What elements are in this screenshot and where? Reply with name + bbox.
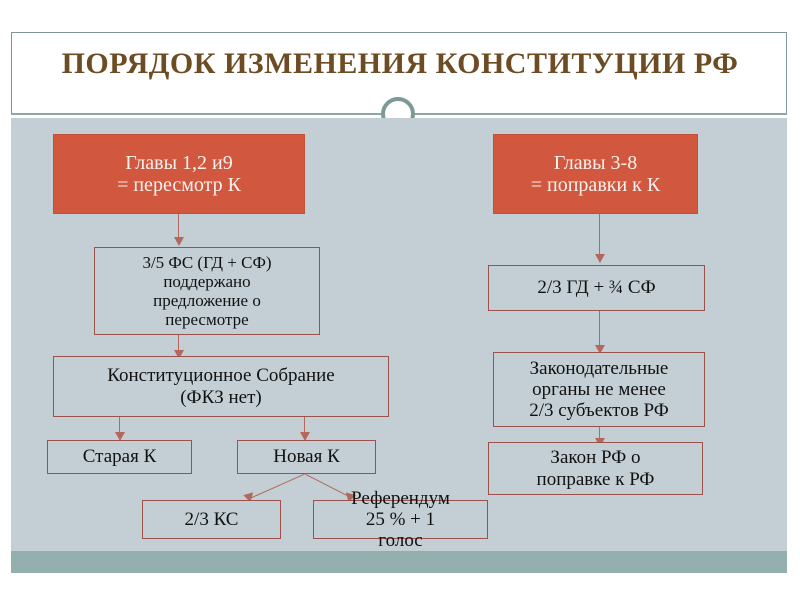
node-left-old-k: Старая К: [47, 440, 192, 474]
arrowhead-left-1: [174, 237, 184, 246]
connector-left-2: [178, 335, 179, 357]
arrowhead-left-2: [174, 350, 184, 359]
connector-right-2: [599, 311, 600, 353]
connector-right-3: [599, 427, 600, 445]
node-left-step2: Конституционное Собрание (ФКЗ нет): [53, 356, 389, 417]
connector-left-3a: [119, 417, 120, 439]
node-right-step1: 2/3 ГД + ¾ СФ: [488, 265, 705, 311]
node-left-new-k: Новая К: [237, 440, 376, 474]
node-left-step1: 3/5 ФС (ГД + СФ) поддержано предложение …: [94, 247, 320, 335]
node-right-step3: Закон РФ о поправке к РФ: [488, 442, 703, 495]
page-title: ПОРЯДОК ИЗМЕНЕНИЯ КОНСТИТУЦИИ РФ: [61, 47, 739, 80]
node-right-head: Главы 3-8 = поправки к К: [493, 134, 698, 214]
node-left-ks: 2/3 КС: [142, 500, 281, 539]
node-left-referendum: Референдум 25 % + 1 голос: [313, 488, 488, 551]
arrowhead-right-1: [595, 254, 605, 263]
arrowhead-left-3b: [300, 432, 310, 441]
connector-left-1: [178, 214, 179, 242]
node-left-head: Главы 1,2 и9 = пересмотр К: [53, 134, 305, 214]
connector-right-1: [599, 214, 600, 262]
connector-left-3b: [304, 417, 305, 439]
node-right-step2: Законодательные органы не менее 2/3 субъ…: [493, 352, 705, 427]
slide-canvas: ПОРЯДОК ИЗМЕНЕНИЯ КОНСТИТУЦИИ РФ Главы 1…: [11, 11, 787, 573]
arrowhead-left-3a: [115, 432, 125, 441]
footer-bar: [11, 551, 787, 573]
arrowhead-right-2: [595, 345, 605, 354]
